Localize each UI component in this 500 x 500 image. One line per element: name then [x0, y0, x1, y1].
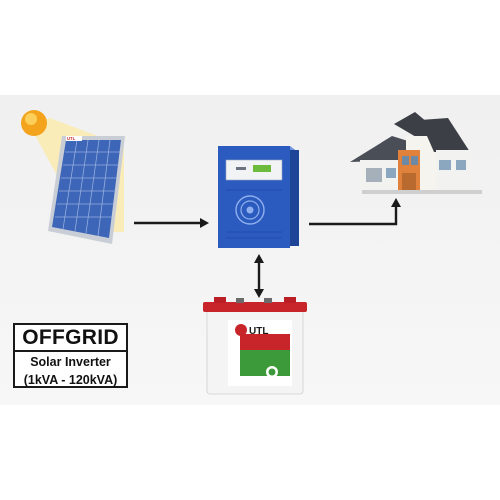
solar-panel-icon: UTL [48, 136, 125, 244]
inverter-unit-icon [218, 146, 299, 248]
product-name: Solar Inverter [30, 355, 111, 369]
panel-brand-logo: UTL [67, 136, 76, 141]
house-icon [350, 112, 482, 194]
arrow-inverter-to-house [309, 198, 401, 226]
arrow-inverter-battery [254, 254, 264, 298]
battery-brand-logo: UTL [249, 326, 268, 337]
arrow-panel-to-inverter [134, 218, 209, 228]
system-type-title: OFFGRID [15, 325, 126, 352]
offgrid-label-box: OFFGRID Solar Inverter (1kVA - 120kVA) [13, 323, 128, 388]
capacity-range: (1kVA - 120kVA) [23, 373, 118, 387]
battery-icon: UTL [203, 297, 307, 395]
sun-icon [21, 110, 47, 136]
